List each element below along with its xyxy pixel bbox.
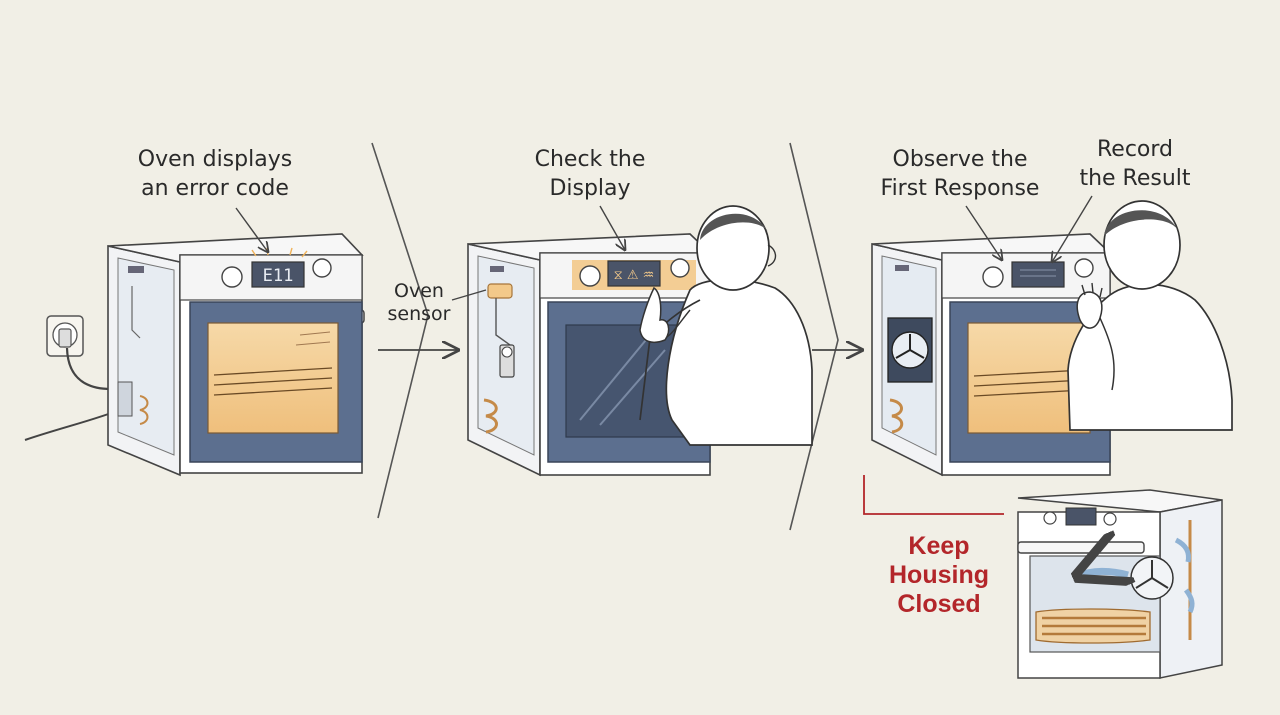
leader-record-result xyxy=(1052,195,1093,262)
step-label-first-response: Observe the First Response xyxy=(862,145,1058,203)
step-label-first-response-line2: First Response xyxy=(880,176,1040,201)
callout-oven-sensor-line1: Oven xyxy=(394,280,444,302)
callout-oven-sensor: Oven sensor xyxy=(382,280,456,326)
warning-line2: Housing xyxy=(889,561,989,589)
step-separators xyxy=(371,142,839,531)
error-code-readout: E11 xyxy=(263,266,294,286)
airflow-arrow-icon xyxy=(1078,571,1128,576)
warning-bracket xyxy=(863,475,1004,515)
warning-line1: Keep xyxy=(908,532,970,560)
leader-first-response xyxy=(965,205,1002,260)
leader-lines xyxy=(235,195,1093,301)
person-recording-result xyxy=(1067,200,1233,431)
oven-sensor-icon xyxy=(487,283,513,299)
leader-display xyxy=(599,205,625,250)
cooling-fan-icon xyxy=(887,317,933,383)
step-label-check-display: Check the Display xyxy=(510,145,670,203)
step-label-check-display-line2: Display xyxy=(549,176,631,201)
wall-socket-icon xyxy=(46,315,84,357)
step-label-first-response-line1: Observe the xyxy=(892,147,1028,172)
leader-sensor xyxy=(451,289,487,301)
step-label-record-result: Record the Result xyxy=(1064,135,1206,193)
step-label-check-display-line1: Check the xyxy=(534,147,646,172)
warning-keep-housing-closed: Keep Housing Closed xyxy=(874,532,1004,619)
step-label-record-result-line2: the Result xyxy=(1079,166,1191,191)
step-label-record-result-line1: Record xyxy=(1096,137,1173,162)
step-label-error-code: Oven displays an error code xyxy=(120,145,310,203)
oven-housing-closed xyxy=(1017,489,1223,679)
circulation-fan-icon xyxy=(1130,556,1174,600)
person-checking-display xyxy=(639,205,813,446)
oven-error-code: E11 xyxy=(24,233,365,477)
warning-symbols-readout: ⧖ ⚠ ♒ xyxy=(614,268,655,283)
leader-error-code xyxy=(235,207,268,252)
warning-line3: Closed xyxy=(897,590,981,618)
callout-oven-sensor-line2: sensor xyxy=(387,303,451,325)
step-label-error-code-line2: an error code xyxy=(141,176,289,201)
step-label-error-code-line1: Oven displays xyxy=(137,147,293,172)
